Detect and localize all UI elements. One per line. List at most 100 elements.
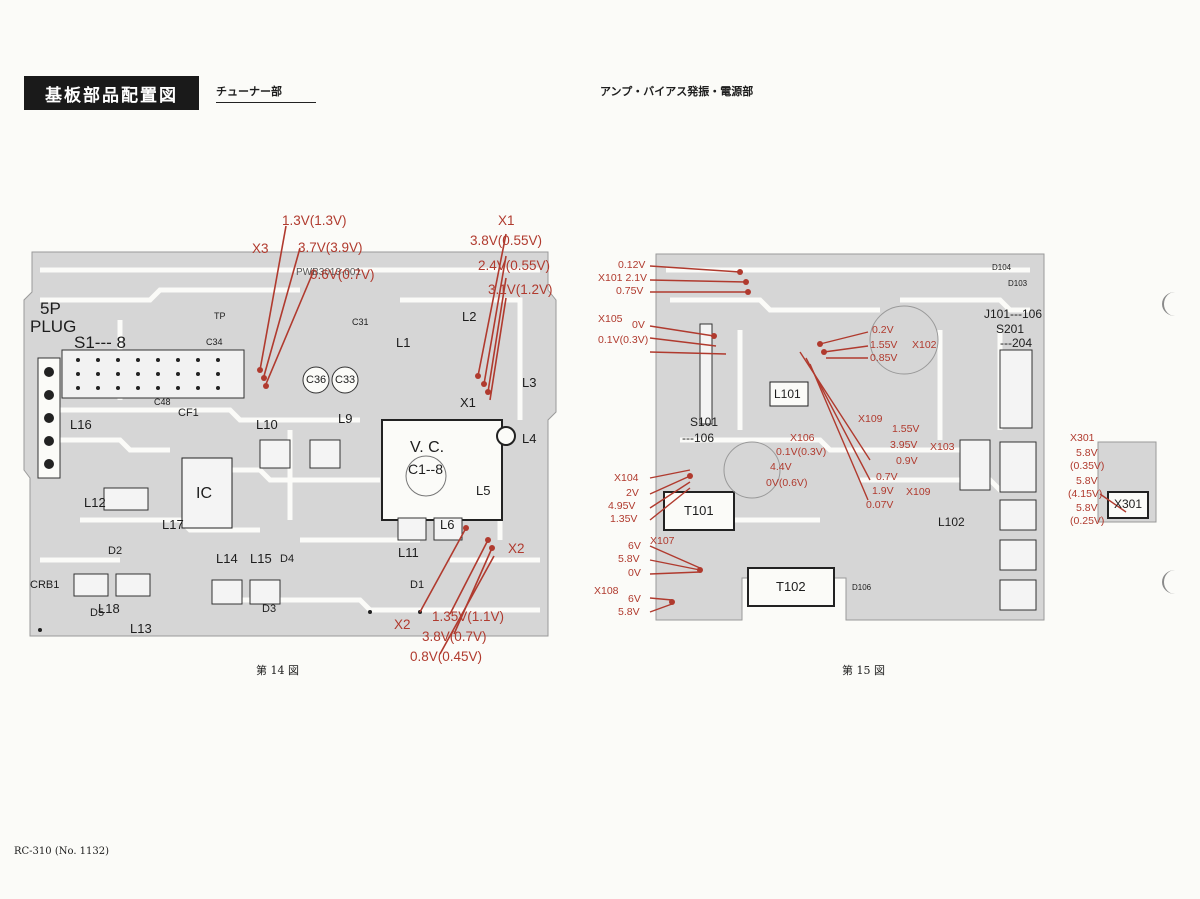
annot-x1: X1 [498,213,515,228]
annot-r-x107: X107 [650,535,675,547]
annot-r-1.55v-a: 1.55V [870,339,898,351]
annot-r-0v-b: 0V(0.6V) [766,477,808,489]
annot-r-5.8v-a: 5.8V [618,553,640,565]
vc-label: V. C. [410,439,445,456]
annot-r-x102: X102 [912,339,937,351]
annot-r-0.35v: (0.35V) [1070,460,1105,472]
figure-15-caption: 第 15 図 [842,664,885,677]
annot-r-0.2v: 0.2V [872,324,894,336]
label-x1: X1 [460,395,476,410]
label-ic: IC [196,485,212,502]
tuner-board [23,251,557,637]
label-tp: TP [214,311,226,321]
label-l1: L1 [396,335,411,350]
annot-r-0.12v: 0.12V [618,259,646,271]
annot-r-x101: X101 2.1V [598,272,648,284]
label-l102: L102 [938,515,965,529]
annot-r-1.55v-b: 1.55V [892,423,920,435]
annot-3.1v: 3.1V(1.2V) [488,282,553,297]
label-l6: L6 [440,517,455,532]
label-c31: C31 [352,317,369,327]
annot-r-0.07v: 0.07V [866,499,894,511]
vc-sub-label: C1--8 [408,461,444,477]
annot-r-5.8v-e: 5.8V [1076,502,1098,514]
annot-1.3v: 1.3V(1.3V) [282,213,347,228]
label-l14: L14 [216,551,238,566]
annot-x2-left: X2 [394,617,411,632]
annot-r-0.25v: (0.25V) [1070,515,1105,527]
label-c48: C48 [154,397,171,407]
annot-r-5.8v-b: 5.8V [618,606,640,618]
plug-label-2: PLUG [30,317,77,336]
page-title: 基板部品配置図 [24,76,199,110]
annot-3.8v: 3.8V(0.55V) [470,233,543,248]
annot-x2-right: X2 [508,541,525,556]
annot-r-2v: 2V [626,487,639,499]
annot-r-x109-a: X109 [858,413,883,425]
amp-board [655,253,1157,621]
label-d103: D103 [1008,279,1028,288]
annot-r-x104: X104 [614,472,639,484]
label-d5: D5 [90,607,105,619]
annot-r-4.4v: 4.4V [770,461,792,473]
annot-r-1.35v: 1.35V [610,513,638,525]
annot-0.8v: 0.8V(0.45V) [410,649,483,664]
label-s101-range: ---106 [682,431,715,445]
label-l15: L15 [250,551,272,566]
annot-r-x103: X103 [930,441,955,453]
annot-2.4v: 2.4V(0.55V) [478,258,551,273]
binder-hole-top [1162,292,1188,316]
annot-0.6v: 0.6V(0.7V) [310,267,375,282]
switch-label: S1--- 8 [74,333,126,352]
label-l5: L5 [476,483,491,498]
document-footer: RC-310 (No. 1132) [14,846,110,857]
label-l13: L13 [130,621,152,636]
annot-r-0.9v: 0.9V [896,455,918,467]
label-d1: D1 [410,579,425,591]
annot-1.35v: 1.35V(1.1V) [432,609,505,624]
annot-r-6v-a: 6V [628,540,641,552]
annot-r-0.1v-b: 0.1V(0.3V) [776,446,827,458]
amp-leader-lines [649,265,1127,613]
label-l101: L101 [774,387,801,401]
annot-r-4.95v: 4.95V [608,500,636,512]
label-t101: T101 [684,503,714,518]
part-number: PWB3013-001 [296,267,362,278]
binder-hole-bottom [1162,570,1188,594]
label-c33: C33 [335,374,356,386]
label-l11: L11 [398,545,419,560]
figure-14-caption: 第 14 図 [256,664,299,677]
label-l16: L16 [70,417,92,432]
label-c34: C34 [206,337,223,347]
annot-r-4.15v: (4.15V) [1068,488,1103,500]
annot-r-0.7v: 0.7V [876,471,898,483]
label-s201-range: ---204 [1000,336,1033,350]
label-l301: X301 [1114,497,1143,511]
annot-r-0v-a: 0V [632,319,645,331]
tuner-leader-lines [259,225,507,655]
label-crb1: CRB1 [30,579,60,591]
plug-label-1: 5P [40,299,61,318]
annot-r-1.9v: 1.9V [872,485,894,497]
label-d4: D4 [280,553,295,565]
annot-3.7v: 3.7V(3.9V) [298,240,363,255]
label-l4: L4 [522,431,537,446]
label-d104: D104 [992,263,1012,272]
label-s101: S101 [690,415,719,429]
annot-r-5.8v-c: 5.8V [1076,447,1098,459]
annot-r-x105: X105 [598,313,623,325]
tuner-section-title: チューナー部 [216,83,316,103]
label-d3: D3 [262,603,277,615]
label-d106: D106 [852,583,872,592]
label-j101: J101---106 [984,307,1043,321]
label-c36: C36 [306,374,327,386]
annot-r-x106: X106 [790,432,815,444]
label-t102: T102 [776,579,806,594]
label-s201: S201 [996,322,1025,336]
annot-r-0.85v: 0.85V [870,352,898,364]
label-l9: L9 [338,411,353,426]
label-l12: L12 [84,495,106,510]
annot-r-3.95v: 3.95V [890,439,918,451]
label-l18: L18 [98,601,120,616]
